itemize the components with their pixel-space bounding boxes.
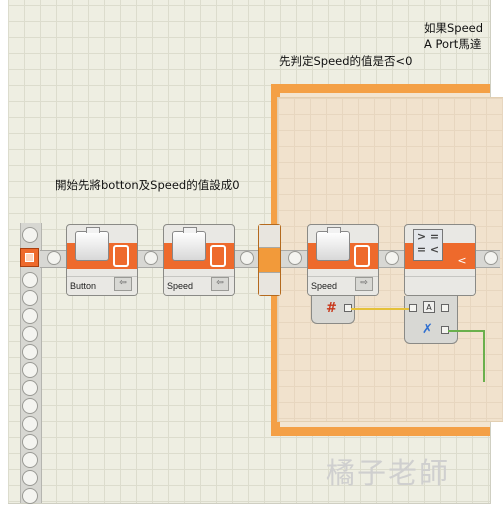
data-plug-icon	[113, 245, 129, 267]
block-footer	[405, 276, 475, 295]
rail-hole	[22, 470, 38, 486]
suitcase-icon	[172, 227, 206, 261]
rail-hole	[22, 227, 38, 243]
rail-hole	[22, 290, 38, 306]
speed-data-hub[interactable]: #	[311, 296, 355, 324]
rail-hole	[22, 488, 38, 504]
number-output-plug[interactable]	[441, 304, 449, 312]
rail-hole	[22, 452, 38, 468]
block-label: Button	[70, 281, 97, 291]
rail-hole	[22, 434, 38, 450]
number-input-plug[interactable]	[409, 304, 417, 312]
switch-block-handle[interactable]	[258, 224, 281, 296]
note-check-speed: 先判定Speed的值是否<0	[279, 54, 413, 68]
rail-hole	[22, 362, 38, 378]
beam-hole	[47, 251, 61, 265]
note-init-values: 開始先將botton及Speed的值設成0	[55, 178, 240, 192]
rail-hole	[22, 344, 38, 360]
compare-data-hub[interactable]: A ✗	[404, 296, 458, 344]
compare-symbol-top: > =	[416, 230, 440, 243]
start-point-icon[interactable]	[20, 248, 39, 267]
rail-hole	[22, 380, 38, 396]
beam-hole	[385, 251, 399, 265]
port-a-icon: A	[423, 301, 435, 313]
suitcase-icon	[75, 227, 109, 261]
data-plug-icon	[210, 245, 226, 267]
note-a-port-motor: A Port馬達	[424, 37, 482, 51]
switch-tab-bottom	[259, 272, 280, 295]
read-mode-icon[interactable]: ⇨	[355, 277, 373, 291]
number-wire[interactable]	[351, 308, 409, 310]
beam-hole	[288, 251, 302, 265]
logic-wire-vertical[interactable]	[483, 330, 485, 382]
rail-hole	[22, 326, 38, 342]
data-plug-icon	[354, 245, 370, 267]
rail-hole	[22, 398, 38, 414]
suitcase-icon	[316, 227, 350, 261]
beam-hole	[144, 251, 158, 265]
number-icon: #	[326, 301, 337, 316]
note-if-speed: 如果Speed	[424, 21, 484, 35]
block-label: Speed	[167, 281, 194, 291]
write-mode-icon[interactable]: ⇦	[211, 277, 229, 291]
rail-hole	[22, 416, 38, 432]
variable-block-button[interactable]: Button ⇦	[66, 224, 138, 296]
rail-hole	[22, 308, 38, 324]
beam-hole	[484, 251, 498, 265]
less-than-icon: <	[457, 254, 467, 267]
write-mode-icon[interactable]: ⇦	[114, 277, 132, 291]
compare-symbol-bottom: = <	[416, 243, 440, 256]
compare-block[interactable]: > = = < <	[404, 224, 476, 296]
watermark-text: 橘子老師	[326, 456, 451, 490]
beam-hole	[240, 251, 254, 265]
logic-wire[interactable]	[448, 330, 484, 332]
rail-hole	[22, 272, 38, 288]
block-label: Speed	[311, 281, 338, 291]
variable-block-speed-write[interactable]: Speed ⇦	[163, 224, 235, 296]
switch-tab-top	[259, 225, 280, 248]
variable-block-speed-read[interactable]: Speed ⇨	[307, 224, 379, 296]
logic-icon: ✗	[422, 322, 433, 337]
compare-operator-icon: > = = <	[413, 229, 443, 261]
